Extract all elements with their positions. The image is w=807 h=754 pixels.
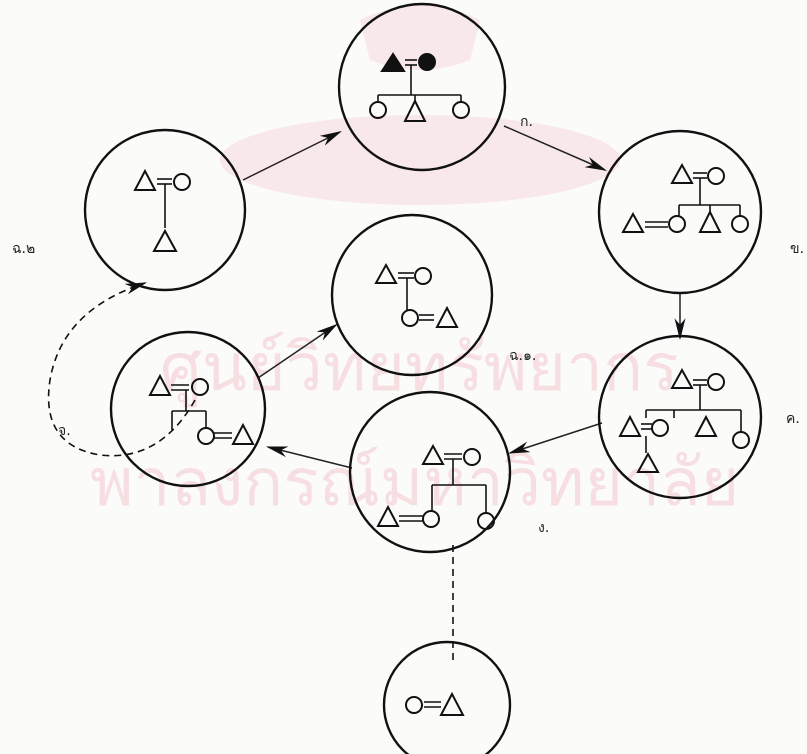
circle-icon [197, 427, 215, 445]
node-f1 [330, 213, 494, 377]
triangle-icon [152, 228, 178, 252]
solid-triangle-icon [380, 52, 406, 72]
node-kh [597, 129, 763, 295]
circle-icon [668, 215, 686, 233]
label-kh: ข. [790, 241, 804, 257]
node-f2 [83, 128, 247, 292]
node-ch [109, 330, 267, 488]
label-kh2: ค. [786, 411, 800, 427]
watermark-line-2: พาลงกรณ์มหาวิทยาลัย [90, 444, 739, 521]
circle-icon [173, 173, 191, 191]
watermark: ศูนย์วิทยทรัพยากร พาลงกรณ์มหาวิทยาลัย [90, 5, 739, 521]
label-f2: ฉ.๒ [12, 241, 35, 257]
label-f1: ฉ.๑. [509, 348, 536, 364]
triangle-icon [231, 422, 255, 445]
circle-icon [731, 215, 749, 233]
triangle-icon [694, 414, 718, 437]
solid-circle-icon [418, 53, 436, 71]
triangle-icon [670, 162, 694, 184]
arrow-ch-to-f1 [257, 323, 338, 379]
triangle-icon [374, 262, 398, 284]
circle-icon [651, 419, 669, 437]
circle-icon [414, 267, 432, 285]
triangle-icon [439, 691, 465, 716]
node-kh2 [597, 334, 763, 500]
arrow-f2-to-k [242, 131, 342, 181]
circle-icon [452, 101, 470, 119]
triangle-icon [133, 168, 157, 191]
triangle-icon [618, 414, 642, 437]
triangle-icon [376, 504, 400, 527]
arrow-k-to-kh [503, 125, 608, 171]
label-ch: จ. [58, 423, 71, 439]
circle-icon [369, 101, 387, 119]
label-k: ก. [520, 114, 533, 130]
circle-icon [401, 309, 419, 327]
triangle-icon [435, 305, 459, 328]
label-ng: ง. [538, 520, 549, 536]
circle-icon [732, 431, 750, 449]
triangle-icon [421, 443, 445, 465]
triangle-icon [403, 98, 427, 122]
dashed-arrow-ch-to-f2 [47, 282, 196, 457]
circle-icon [707, 373, 725, 391]
circle-icon [707, 167, 725, 185]
circle-icon [405, 696, 423, 714]
node-ng [348, 390, 512, 554]
arrow-ng-to-ch [265, 446, 353, 469]
triangle-icon [148, 373, 172, 396]
triangle-icon [698, 209, 722, 233]
node-top [337, 2, 507, 172]
circle-icon [463, 448, 481, 466]
arrow-kh2-to-ng [507, 422, 603, 454]
circle-icon [191, 378, 209, 396]
triangle-icon [636, 451, 660, 473]
circle-icon [422, 510, 440, 528]
triangle-icon [621, 211, 645, 233]
circle-icon [477, 512, 495, 530]
triangle-icon [670, 367, 694, 389]
node-bottom [382, 640, 512, 754]
watermark-line-1: ศูนย์วิทยทรัพยากร [160, 329, 679, 408]
